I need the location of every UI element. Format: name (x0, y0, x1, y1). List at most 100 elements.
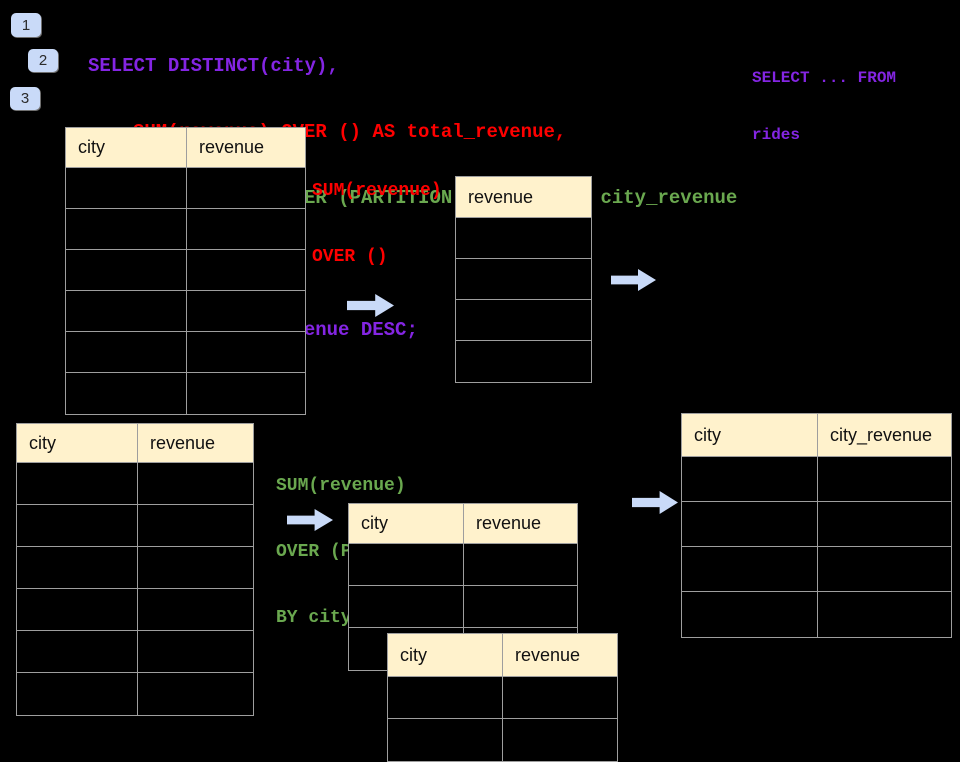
table-row (682, 457, 951, 502)
table-row (17, 505, 253, 547)
empty-cell (187, 168, 305, 209)
table-row (456, 300, 591, 341)
column-header: city (388, 634, 503, 677)
empty-cell (17, 673, 138, 715)
empty-cell (17, 463, 138, 505)
empty-cell (17, 589, 138, 631)
empty-cell (187, 332, 305, 373)
table-row (456, 341, 591, 382)
empty-cell (17, 631, 138, 673)
column-header: city (682, 414, 818, 457)
annotation-total-revenue: SUM(revenue) OVER () (312, 136, 442, 290)
column-header: revenue (503, 634, 617, 677)
empty-cell (187, 209, 305, 250)
empty-cell (456, 300, 591, 341)
table-row (66, 373, 305, 414)
empty-cell (682, 547, 818, 592)
empty-cell (456, 341, 591, 382)
empty-cell (138, 505, 253, 547)
column-header: city (349, 504, 464, 544)
empty-cell (138, 547, 253, 589)
table-row (349, 544, 577, 586)
empty-cell (66, 250, 187, 291)
empty-cell (187, 291, 305, 332)
table-row (682, 592, 951, 637)
column-header: city_revenue (818, 414, 951, 457)
step-badge-2: 2 (28, 49, 58, 72)
empty-cell (187, 373, 305, 414)
column-header: city (17, 424, 138, 463)
empty-cell (464, 544, 577, 586)
table-row (66, 291, 305, 332)
table-row (66, 332, 305, 373)
column-header: city (66, 128, 187, 168)
column-header: revenue (187, 128, 305, 168)
table-row (456, 259, 591, 300)
table-row (17, 589, 253, 631)
sql-line-select: SELECT DISTINCT(city), (88, 55, 339, 77)
empty-cell (66, 209, 187, 250)
empty-cell (456, 259, 591, 300)
step-badge-1: 1 (11, 13, 41, 37)
empty-cell (349, 544, 464, 586)
empty-cell (503, 677, 617, 719)
empty-cell (682, 592, 818, 637)
empty-cell (66, 291, 187, 332)
column-header: revenue (464, 504, 577, 544)
empty-cell (503, 719, 617, 761)
table-row (388, 677, 617, 719)
step-badge-3: 3 (10, 87, 40, 110)
table-row (66, 250, 305, 291)
empty-cell (138, 631, 253, 673)
table-row (388, 719, 617, 761)
table-row (66, 209, 305, 250)
empty-cell (66, 332, 187, 373)
table-row (17, 463, 253, 505)
empty-cell (682, 502, 818, 547)
table-row (17, 547, 253, 589)
side-note-line1: SELECT ... FROM (752, 69, 897, 87)
empty-cell (66, 168, 187, 209)
empty-cell (388, 719, 503, 761)
empty-cell (66, 373, 187, 414)
right-arrow-icon (632, 491, 678, 514)
column-header: revenue (138, 424, 253, 463)
empty-cell (818, 592, 951, 637)
empty-cell (138, 463, 253, 505)
empty-cell (818, 502, 951, 547)
annotation-line: SUM(revenue) (276, 476, 406, 496)
empty-cell (818, 547, 951, 592)
empty-cell (388, 677, 503, 719)
empty-cell (138, 589, 253, 631)
table-row (17, 673, 253, 715)
table-row (66, 168, 305, 209)
table-row (17, 631, 253, 673)
empty-cell (187, 250, 305, 291)
table-header-row: revenue (456, 177, 591, 218)
empty-cell (138, 673, 253, 715)
annotation-line: OVER () (312, 247, 388, 267)
annotation-line: SUM(revenue) (312, 181, 442, 201)
table-row (456, 218, 591, 259)
empty-cell (456, 218, 591, 259)
table-total-revenue: revenue (455, 176, 592, 383)
side-note-select-from-rides: SELECT ... FROM rides (752, 31, 896, 164)
table-row (682, 502, 951, 547)
column-header: revenue (456, 177, 591, 218)
empty-cell (17, 547, 138, 589)
side-note-line2: rides (752, 126, 801, 144)
empty-cell (682, 457, 818, 502)
empty-cell (349, 586, 464, 628)
empty-cell (818, 457, 951, 502)
empty-cell (464, 586, 577, 628)
table-row (682, 547, 951, 592)
table-row (349, 586, 577, 628)
